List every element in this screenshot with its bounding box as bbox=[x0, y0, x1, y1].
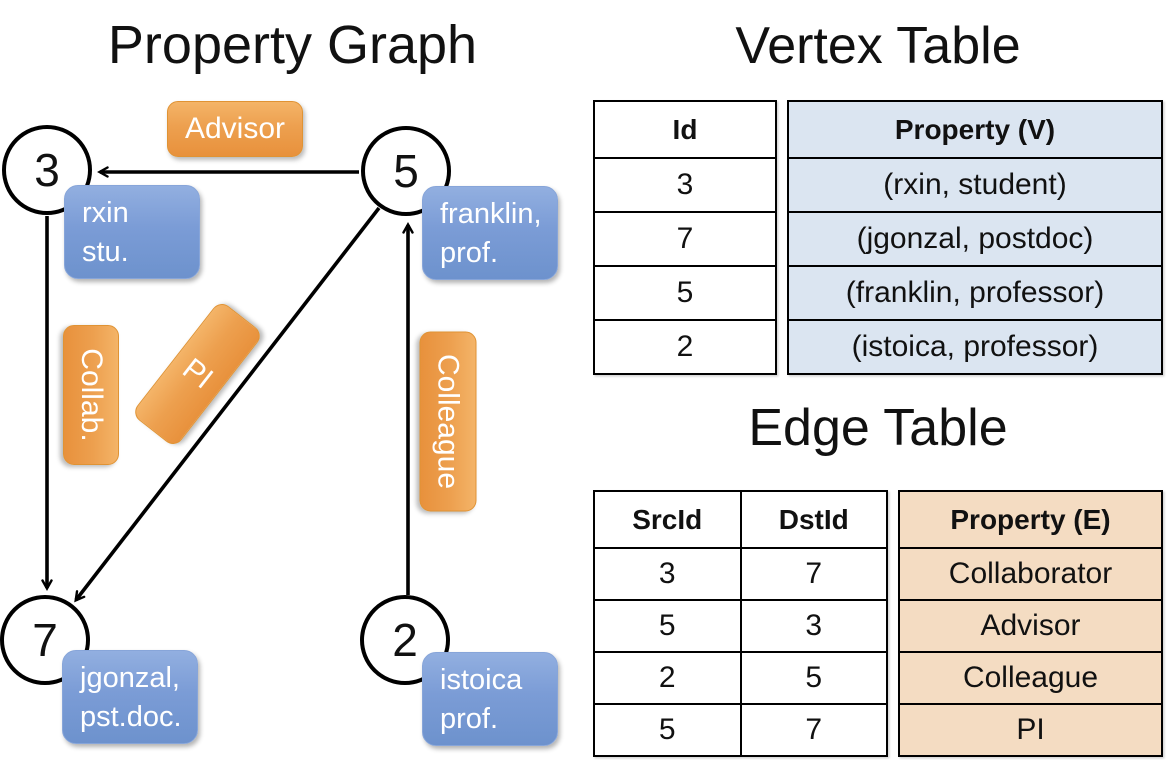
table-cell: Colleague bbox=[900, 651, 1161, 703]
vertex-prop-franklin: franklin, prof. bbox=[422, 186, 558, 280]
edge-5-to-7-pi bbox=[74, 206, 381, 603]
table-cell: 5 bbox=[595, 265, 775, 319]
edge-label-collab-text: Collab. bbox=[75, 348, 108, 442]
edge-table-dst-column: DstId 7 3 5 7 bbox=[739, 492, 886, 755]
edge-label-pi-text: PI bbox=[176, 351, 220, 396]
vertex-prop-franklin-line1: franklin, bbox=[440, 198, 542, 230]
table-cell: 7 bbox=[741, 703, 886, 755]
edge-table-header-srcid: SrcId bbox=[632, 503, 703, 535]
table-cell: 7 bbox=[741, 547, 886, 599]
edge-label-colleague: Colleague bbox=[419, 331, 477, 512]
vertex-prop-istoica: istoica prof. bbox=[422, 652, 558, 746]
table-cell: 3 bbox=[741, 599, 886, 651]
edge-label-collab: Collab. bbox=[63, 325, 119, 465]
table-cell: 5 bbox=[741, 651, 886, 703]
table-cell: (istoica, professor) bbox=[789, 319, 1161, 373]
vertex-table-title: Vertex Table bbox=[735, 17, 1021, 75]
graph-edges bbox=[41, 166, 414, 603]
vertex-prop-jgonzal-line2: pst.doc. bbox=[80, 701, 182, 733]
table-cell: 5 bbox=[595, 703, 740, 755]
vertex-table-header-id: Id bbox=[672, 113, 698, 145]
vertex-table-property-column: Property (V) (rxin, student) (jgonzal, p… bbox=[787, 100, 1163, 375]
table-cell: Advisor bbox=[900, 599, 1161, 651]
table-cell: (franklin, professor) bbox=[789, 265, 1161, 319]
vertex-prop-istoica-line2: prof. bbox=[440, 703, 499, 735]
vertex-prop-franklin-line2: prof. bbox=[440, 237, 499, 269]
edge-label-advisor: Advisor bbox=[167, 101, 303, 157]
table-cell: (jgonzal, postdoc) bbox=[789, 211, 1161, 265]
table-cell: 5 bbox=[595, 599, 740, 651]
table-cell: 3 bbox=[595, 547, 740, 599]
table-cell: PI bbox=[900, 703, 1161, 755]
edge-table-title: Edge Table bbox=[748, 399, 1008, 457]
vertex-prop-rxin-line1: rxin bbox=[82, 197, 129, 229]
edge-table-property-column: Property (E) Collaborator Advisor Collea… bbox=[898, 490, 1163, 757]
table-cell: 2 bbox=[595, 319, 775, 373]
vertex-table-id-column: Id 3 7 5 2 bbox=[593, 100, 777, 375]
edge-label-advisor-text: Advisor bbox=[184, 112, 286, 145]
vertex-prop-istoica-line1: istoica bbox=[440, 664, 523, 696]
table-cell: 2 bbox=[595, 651, 740, 703]
vertex-prop-rxin: rxin stu. bbox=[64, 185, 200, 279]
edge-table-header-property: Property (E) bbox=[900, 492, 1161, 547]
vertex-node-2: 2 bbox=[360, 595, 450, 685]
table-cell: Collaborator bbox=[900, 547, 1161, 599]
property-graph-title: Property Graph bbox=[107, 15, 478, 75]
vertex-prop-rxin-line2: stu. bbox=[82, 236, 129, 268]
vertex-node-3-id: 3 bbox=[34, 144, 60, 196]
edge-table-src-dst-columns: SrcId 3 5 2 5 DstId 7 3 5 7 bbox=[593, 490, 888, 757]
vertex-prop-jgonzal: jgonzal, pst.doc. bbox=[62, 650, 198, 744]
edge-table-src-column: SrcId 3 5 2 5 bbox=[595, 492, 740, 755]
vertex-node-5: 5 bbox=[361, 126, 451, 216]
edge-label-colleague-text: Colleague bbox=[432, 353, 465, 490]
table-cell: 7 bbox=[595, 211, 775, 265]
vertex-node-5-id: 5 bbox=[393, 145, 419, 197]
table-cell: 3 bbox=[595, 157, 775, 211]
vertex-table-header-property: Property (V) bbox=[789, 102, 1161, 157]
vertex-prop-jgonzal-line1: jgonzal, bbox=[80, 662, 180, 694]
vertex-node-7-id: 7 bbox=[32, 614, 58, 666]
edge-table-header-dstid: DstId bbox=[778, 503, 849, 535]
vertex-node-2-id: 2 bbox=[392, 614, 418, 666]
table-cell: (rxin, student) bbox=[789, 157, 1161, 211]
